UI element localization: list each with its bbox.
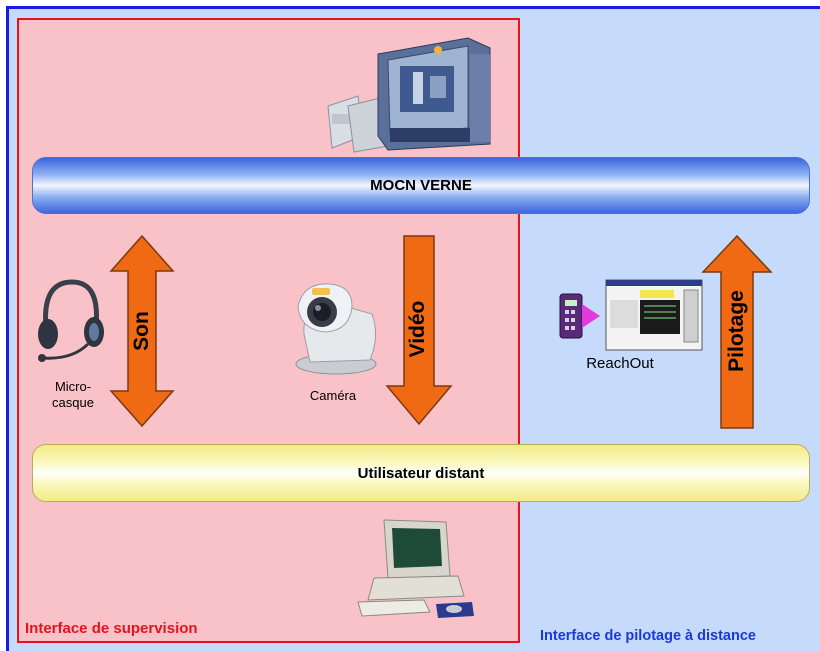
headset-caption: Micro- casque [38,379,108,411]
remote-panel-label: Interface de pilotage à distance [540,628,756,644]
mocn-verne-label: MOCN VERNE [370,177,472,194]
son-arrow [109,234,175,428]
son-label: Son [130,311,153,351]
machine-tool-icon [327,37,491,153]
computer-icon [357,519,474,618]
reachout-caption: ReachOut [586,355,654,372]
headset-caption-line1: Micro- [54,379,92,394]
headset-caption-line2: casque [52,395,94,410]
utilisateur-distant-bar: Utilisateur distant [32,444,810,502]
pilotage-label: Pilotage [725,290,748,372]
video-label: Vidéo [406,300,429,358]
reachout-icon [559,279,703,351]
supervision-panel-label: Interface de supervision [25,620,198,637]
pilotage-arrow [701,234,773,429]
camera-caption: Caméra [309,388,357,403]
utilisateur-distant-label: Utilisateur distant [357,464,485,482]
video-arrow [385,235,453,426]
webcam-icon [295,283,377,375]
headset-icon [38,279,104,362]
mocn-verne-bar: MOCN VERNE [32,157,810,214]
